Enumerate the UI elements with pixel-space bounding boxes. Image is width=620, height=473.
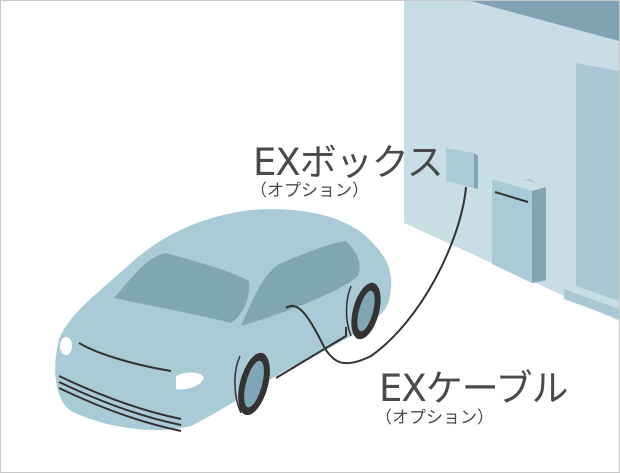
house-wall [404,1,619,321]
battery-unit [492,173,546,283]
car [55,209,392,432]
ex-box-device [446,148,478,189]
ex-cable-title: EXケーブル [379,367,569,410]
ex-box-title: EXボックス [253,141,444,184]
ex-cable [275,186,467,379]
ex-box-note: （オプション） [250,181,369,201]
ex-cable-note: （オプション） [375,408,494,428]
